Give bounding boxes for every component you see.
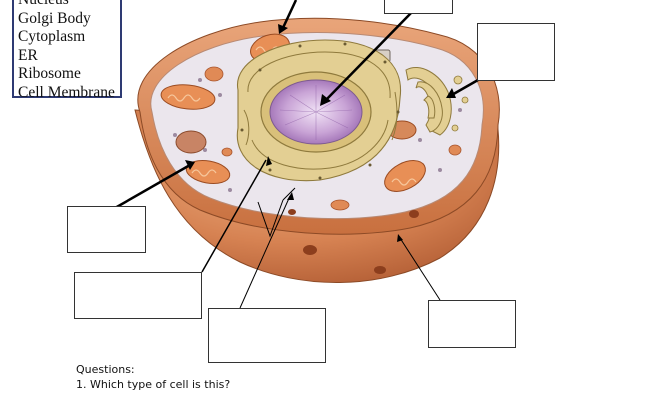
questions-section: Questions: 1. Which type of cell is this…: [76, 362, 230, 392]
answer-box-golgi[interactable]: [477, 23, 555, 81]
word-bank-item: Nucleus: [18, 0, 120, 10]
lysosome: [176, 131, 206, 153]
answer-box-lysosome[interactable]: [67, 206, 146, 253]
question-1: 1. Which type of cell is this?: [76, 377, 230, 392]
word-bank-item: Cell Membrane: [18, 84, 120, 103]
word-bank-item: ER: [18, 47, 120, 66]
word-bank-item: Cytoplasm: [18, 28, 120, 47]
word-bank: Nucleus Golgi Body Cytoplasm ER Ribosome…: [12, 0, 122, 98]
word-bank-item: Ribosome: [18, 65, 120, 84]
questions-heading: Questions:: [76, 362, 230, 377]
word-bank-item: Golgi Body: [18, 10, 120, 29]
answer-box-cytoplasm[interactable]: [208, 308, 326, 363]
answer-box-membrane[interactable]: [428, 300, 516, 348]
answer-box-er[interactable]: [74, 272, 202, 319]
answer-box-top[interactable]: [384, 0, 453, 14]
